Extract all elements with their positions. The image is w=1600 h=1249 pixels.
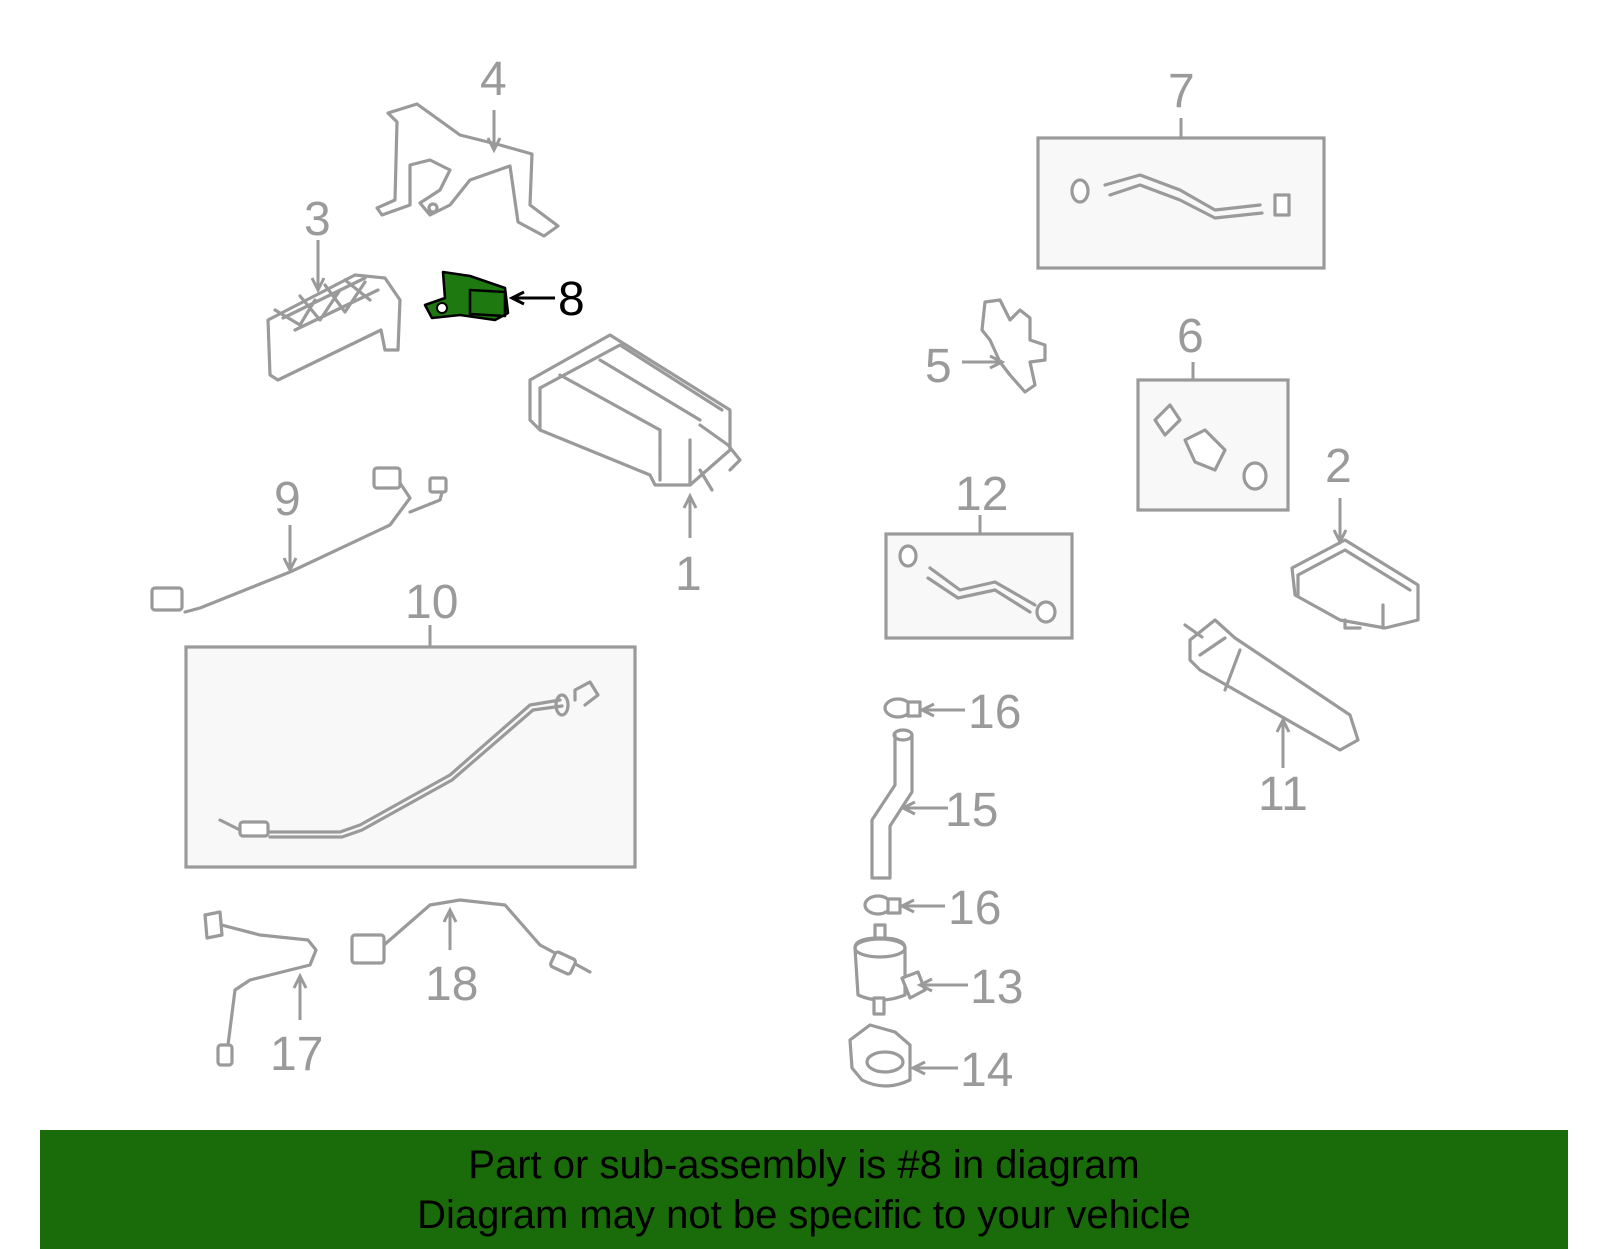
callout-3: 3	[304, 193, 331, 246]
callout-11: 11	[1258, 768, 1308, 821]
callout-16-top: 16	[968, 686, 1021, 739]
callout-10: 10	[405, 576, 458, 629]
part-9-harness[interactable]	[150, 466, 448, 614]
part-8-highlighted-bracket[interactable]	[423, 270, 555, 322]
callout-6: 6	[1177, 310, 1204, 363]
info-banner: Part or sub-assembly is #8 in diagram Di…	[40, 1130, 1568, 1249]
callout-4: 4	[480, 53, 507, 106]
callout-14: 14	[960, 1044, 1013, 1097]
callout-8: 8	[558, 273, 585, 326]
callout-7: 7	[1168, 65, 1195, 118]
part-2-module[interactable]	[1290, 498, 1420, 630]
part-4-bracket[interactable]	[375, 102, 560, 238]
callout-18: 18	[425, 958, 478, 1011]
callout-16-bottom: 16	[948, 882, 1001, 935]
part-17-sensor[interactable]	[203, 910, 318, 1067]
part-10-vapor-line-box[interactable]	[184, 625, 637, 869]
callout-12: 12	[955, 468, 1008, 521]
part-3-shield[interactable]	[266, 240, 402, 382]
part-11-filter[interactable]	[1183, 618, 1360, 768]
part-13-solenoid[interactable]	[853, 923, 968, 1016]
part-15-hose[interactable]	[870, 728, 948, 880]
part-5-valve[interactable]	[962, 298, 1047, 394]
callout-1: 1	[675, 548, 702, 601]
callout-5: 5	[925, 340, 952, 393]
part-7-hose-box[interactable]	[1036, 118, 1326, 270]
banner-line-2: Diagram may not be specific to your vehi…	[417, 1193, 1191, 1237]
part-6-fitting-box[interactable]	[1136, 362, 1290, 512]
callout-13: 13	[970, 961, 1023, 1014]
callout-9: 9	[274, 473, 301, 526]
part-14-bracket[interactable]	[848, 1023, 958, 1088]
part-16-clamp-bottom[interactable]	[863, 894, 945, 916]
callout-17: 17	[270, 1028, 323, 1081]
callout-15: 15	[945, 784, 998, 837]
callout-2: 2	[1325, 440, 1352, 493]
part-12-hose-box[interactable]	[884, 515, 1074, 640]
banner-line-1: Part or sub-assembly is #8 in diagram	[468, 1143, 1140, 1187]
part-16-clamp-top[interactable]	[883, 697, 965, 719]
part-18-sensor[interactable]	[350, 898, 592, 976]
part-1-canister[interactable]	[528, 333, 742, 538]
